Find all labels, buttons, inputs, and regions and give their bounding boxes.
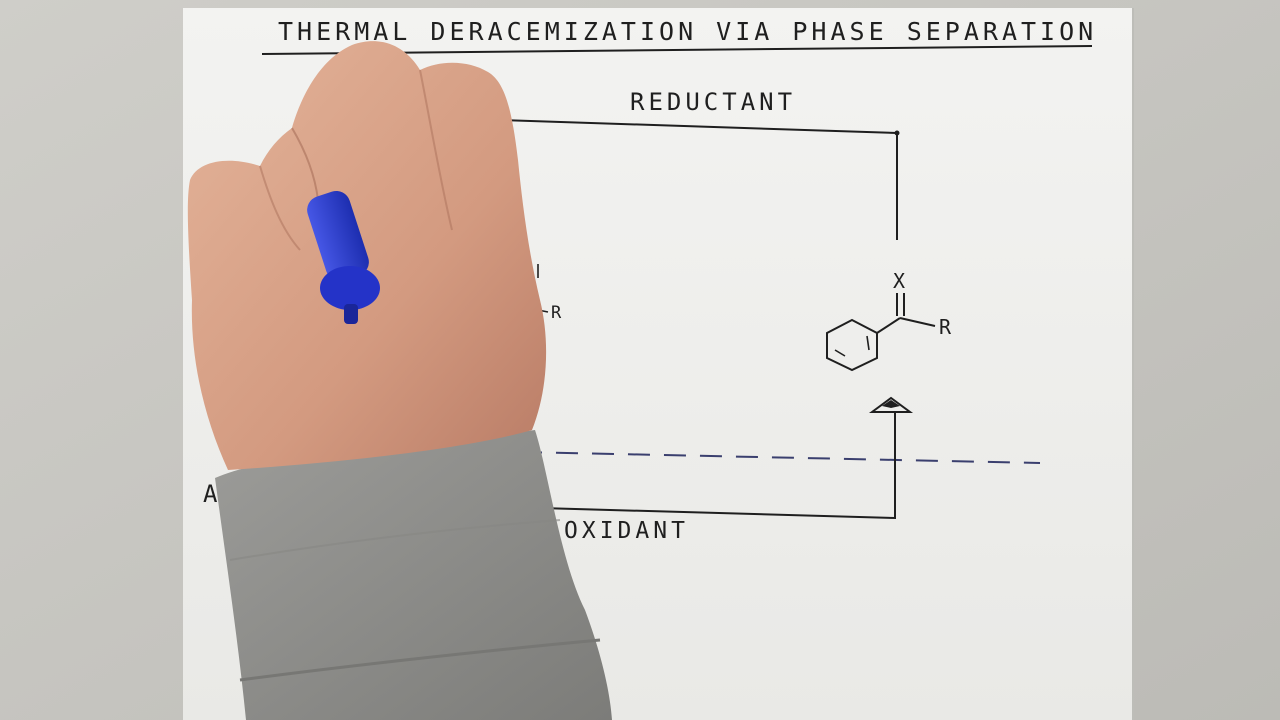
ketone-structure: X R xyxy=(826,269,955,372)
heat-triangle-icon xyxy=(868,396,914,413)
partial-a-left: A xyxy=(203,480,221,508)
substituent-x: X xyxy=(893,269,909,293)
reductant-label: REDUCTANT xyxy=(630,88,796,116)
substituent-r: R xyxy=(939,315,955,339)
partial-r-left: R xyxy=(551,303,565,323)
blue-marker-icon xyxy=(307,190,380,324)
oxidant-label: OXIDANT xyxy=(564,518,689,544)
board-title: THERMAL DERACEMIZATION VIA PHASE SEPARAT… xyxy=(278,17,1097,46)
oxidant-path xyxy=(539,412,896,520)
phase-boundary-dashed-line xyxy=(519,451,1041,464)
